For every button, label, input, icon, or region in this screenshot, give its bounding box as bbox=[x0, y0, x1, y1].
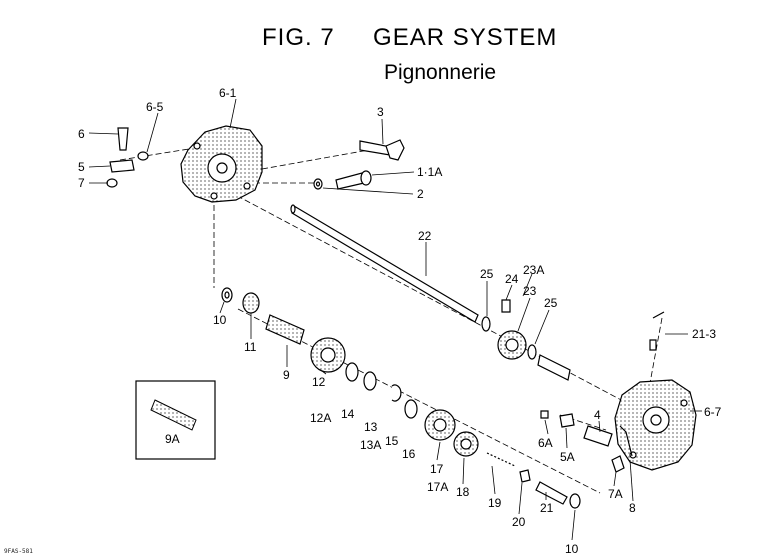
callout-16: 16 bbox=[402, 447, 416, 461]
callout-23a: 23A bbox=[523, 263, 545, 277]
inset-box-9a bbox=[135, 380, 216, 460]
figure-title: FIG. 7 GEAR SYSTEM bbox=[262, 24, 558, 51]
callout-7a: 7A bbox=[608, 487, 623, 501]
callout-17a: 17A bbox=[427, 480, 449, 494]
callout-25b: 25 bbox=[544, 296, 558, 310]
long-shaft bbox=[290, 204, 479, 323]
callout-21-3: 21-3 bbox=[692, 327, 717, 341]
callout-23: 23 bbox=[523, 284, 537, 298]
figure-subtitle: Pignonnerie bbox=[384, 61, 497, 84]
callout-21: 21 bbox=[540, 501, 554, 515]
callout-9a: 9A bbox=[165, 432, 180, 446]
shift-fork bbox=[359, 139, 405, 161]
callout-6-7: 6-7 bbox=[704, 405, 722, 419]
callout-10a: 10 bbox=[213, 313, 227, 327]
callout-12a: 12A bbox=[310, 411, 332, 425]
callout-22: 22 bbox=[418, 229, 432, 243]
callout-10b: 10 bbox=[565, 542, 579, 556]
callout-24: 24 bbox=[505, 272, 519, 286]
callout-18: 18 bbox=[456, 485, 470, 499]
callout-6-5: 6-5 bbox=[146, 100, 164, 114]
callout-4: 4 bbox=[594, 408, 601, 422]
callout-6: 6 bbox=[78, 127, 85, 141]
callout-5: 5 bbox=[78, 160, 85, 174]
callout-8: 8 bbox=[629, 501, 636, 515]
callout-19: 19 bbox=[488, 496, 502, 510]
callout-5a: 5A bbox=[560, 450, 575, 464]
callout-1-1a: 1·1A bbox=[417, 165, 443, 179]
callout-2: 2 bbox=[417, 187, 424, 201]
left-fastener-parts bbox=[106, 127, 149, 188]
callout-13: 13 bbox=[364, 420, 378, 434]
callout-11: 11 bbox=[244, 340, 257, 354]
callout-15: 15 bbox=[385, 434, 399, 448]
leader-lines bbox=[88, 98, 702, 541]
callout-14: 14 bbox=[341, 407, 355, 421]
drawing-code: 9FAS-581 bbox=[4, 548, 33, 555]
callout-3: 3 bbox=[377, 105, 384, 119]
callout-7: 7 bbox=[78, 176, 85, 190]
callout-20: 20 bbox=[512, 515, 526, 529]
right-linkage-parts bbox=[540, 311, 665, 473]
callout-13a: 13A bbox=[360, 438, 382, 452]
callout-9: 9 bbox=[283, 368, 290, 382]
lower-gear-train bbox=[221, 287, 581, 509]
callout-25a: 25 bbox=[480, 267, 494, 281]
callout-12: 12 bbox=[312, 375, 326, 389]
callout-6-1: 6-1 bbox=[219, 86, 237, 100]
right-gear-case bbox=[614, 379, 697, 471]
callout-17: 17 bbox=[430, 462, 444, 476]
input-shaft bbox=[313, 170, 372, 190]
left-gear-case bbox=[180, 125, 263, 203]
callout-6a: 6A bbox=[538, 436, 553, 450]
shaft-gear-assembly bbox=[481, 299, 571, 381]
